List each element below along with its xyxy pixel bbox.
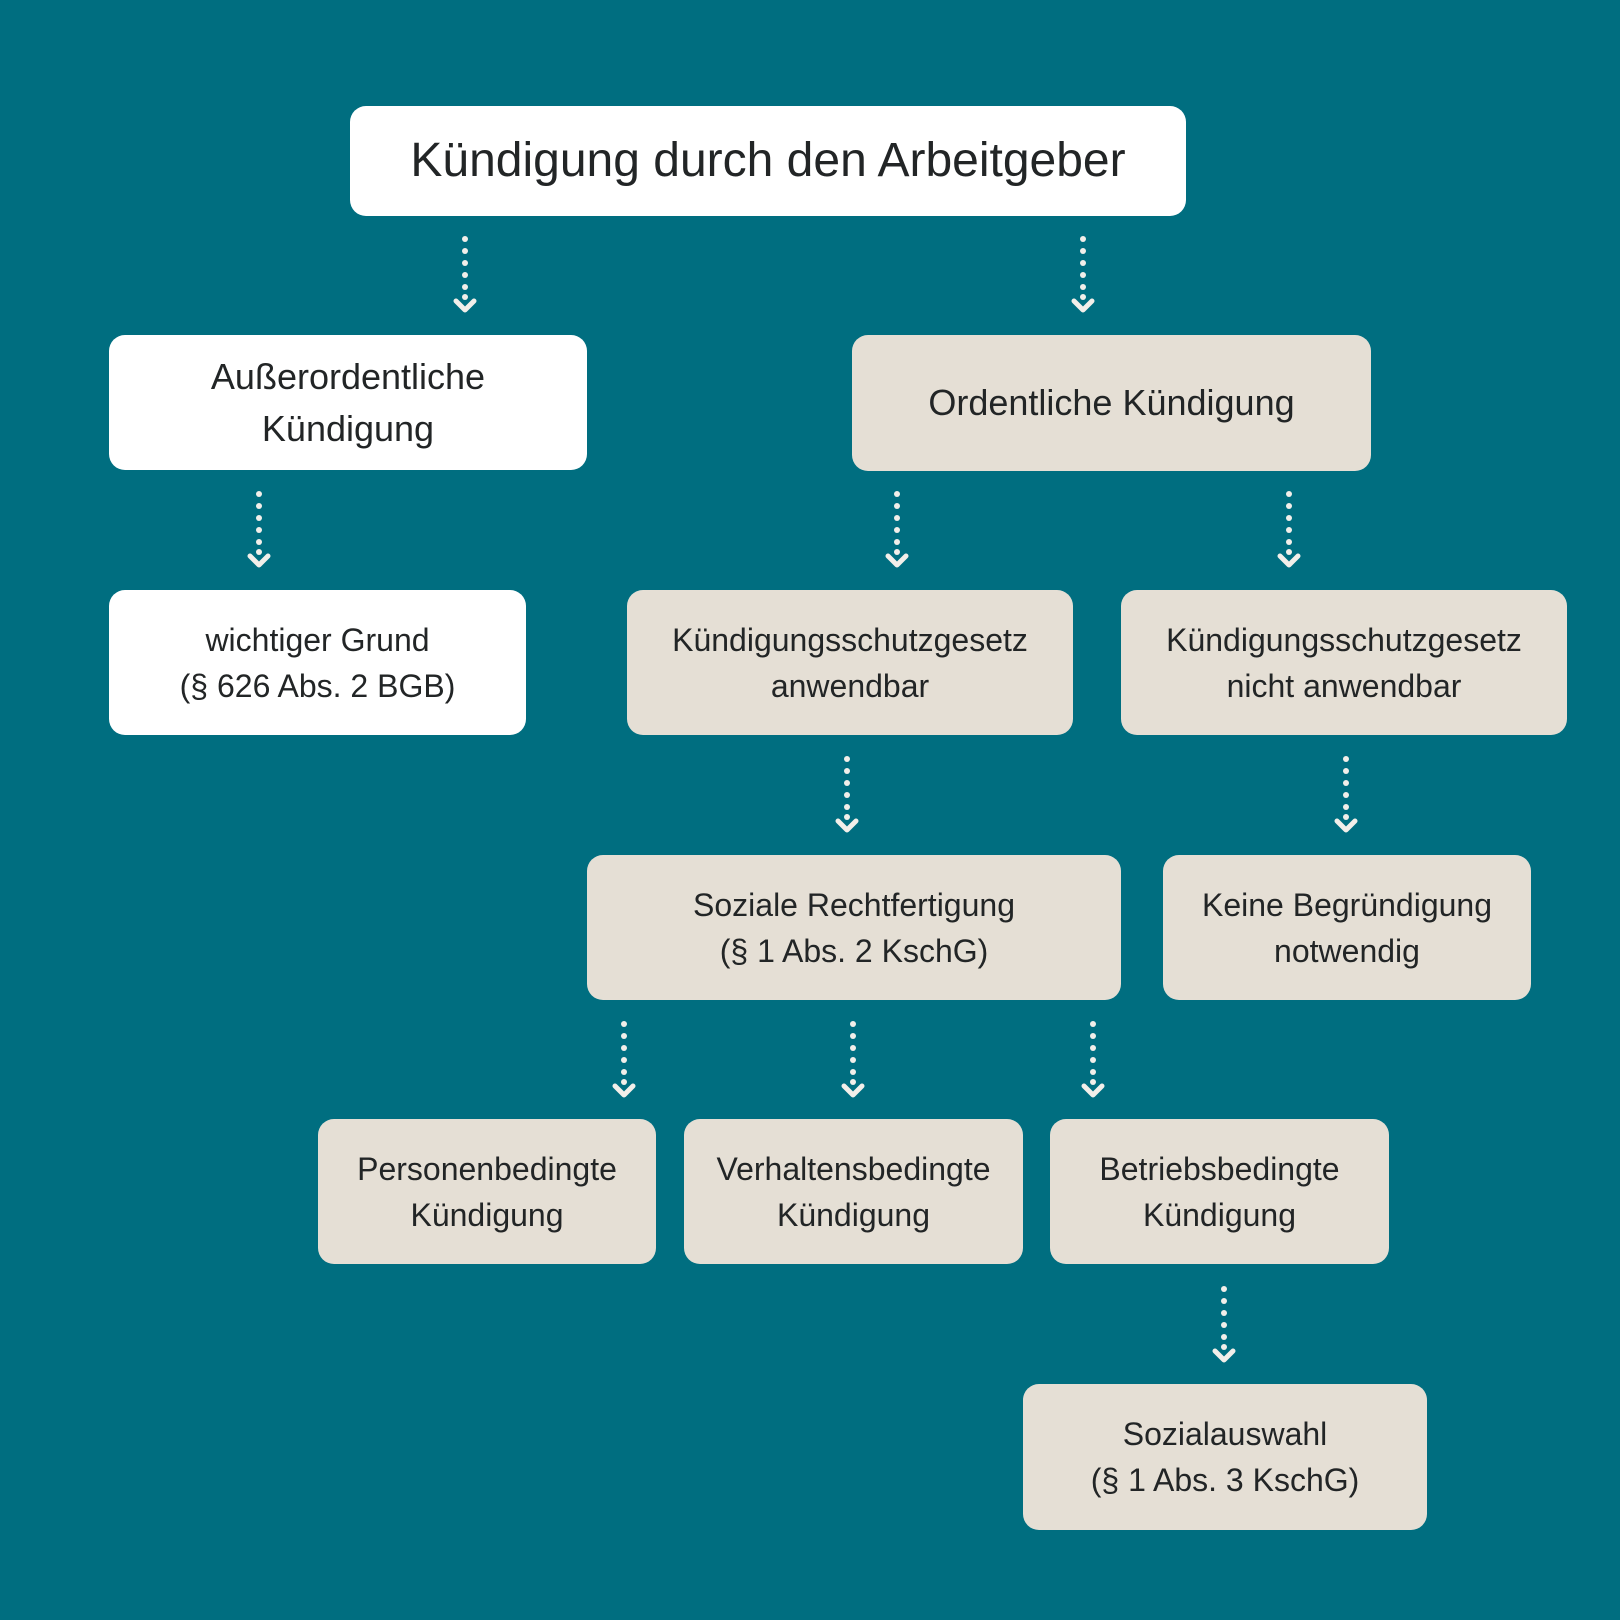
- node-verhaltensbedingt-label: Verhaltensbedingte Kündigung: [716, 1150, 991, 1233]
- node-ausserordentliche-kuendigung-label: Außerordentliche Kündigung: [210, 355, 486, 449]
- node-verhaltensbedingt: Verhaltensbedingte Kündigung: [684, 1119, 1023, 1264]
- node-soziale-rechtfertigung: Soziale Rechtfertigung (§ 1 Abs. 2 KschG…: [587, 855, 1121, 1000]
- dotted-arrow-down-icon: [450, 233, 480, 317]
- node-soziale-rechtfertigung-label: Soziale Rechtfertigung (§ 1 Abs. 2 KschG…: [693, 886, 1015, 969]
- dotted-arrow-down-icon: [1331, 753, 1361, 837]
- node-personenbedingt-label: Personenbedingte Kündigung: [357, 1150, 617, 1233]
- node-keine-begruendung-label: Keine Begründigung notwendig: [1201, 886, 1492, 969]
- node-wichtiger-grund: wichtiger Grund (§ 626 Abs. 2 BGB): [109, 590, 526, 735]
- node-kschg-anwendbar-label: Kündigungsschutzgesetz anwendbar: [672, 621, 1028, 704]
- node-keine-begruendung: Keine Begründigung notwendig: [1163, 855, 1531, 1000]
- dotted-arrow-down-icon: [609, 1018, 639, 1102]
- dotted-arrow-down-icon: [838, 1018, 868, 1102]
- dotted-arrow-down-icon: [1068, 233, 1098, 317]
- node-ausserordentliche-kuendigung: Außerordentliche Kündigung: [109, 335, 587, 470]
- node-personenbedingt: Personenbedingte Kündigung: [318, 1119, 656, 1264]
- dotted-arrow-down-icon: [244, 488, 274, 572]
- node-betriebsbedingt: Betriebsbedingte Kündigung: [1050, 1119, 1389, 1264]
- node-root: Kündigung durch den Arbeitgeber: [350, 106, 1186, 216]
- node-wichtiger-grund-label: wichtiger Grund (§ 626 Abs. 2 BGB): [179, 621, 456, 704]
- dotted-arrow-down-icon: [882, 488, 912, 572]
- dotted-arrow-down-icon: [1209, 1283, 1239, 1367]
- node-ordentliche-kuendigung-label: Ordentliche Kündigung: [928, 382, 1295, 423]
- dotted-arrow-down-icon: [1274, 488, 1304, 572]
- node-ordentliche-kuendigung: Ordentliche Kündigung: [852, 335, 1371, 471]
- dotted-arrow-down-icon: [832, 753, 862, 837]
- node-kschg-nicht-anwendbar: Kündigungsschutzgesetz nicht anwendbar: [1121, 590, 1567, 735]
- node-kschg-nicht-anwendbar-label: Kündigungsschutzgesetz nicht anwendbar: [1166, 621, 1522, 704]
- node-sozialauswahl-label: Sozialauswahl (§ 1 Abs. 3 KschG): [1090, 1416, 1360, 1498]
- node-sozialauswahl: Sozialauswahl (§ 1 Abs. 3 KschG): [1023, 1384, 1427, 1530]
- dotted-arrow-down-icon: [1078, 1018, 1108, 1102]
- node-root-label: Kündigung durch den Arbeitgeber: [410, 134, 1126, 187]
- node-betriebsbedingt-label: Betriebsbedingte Kündigung: [1099, 1150, 1340, 1233]
- node-kschg-anwendbar: Kündigungsschutzgesetz anwendbar: [627, 590, 1073, 735]
